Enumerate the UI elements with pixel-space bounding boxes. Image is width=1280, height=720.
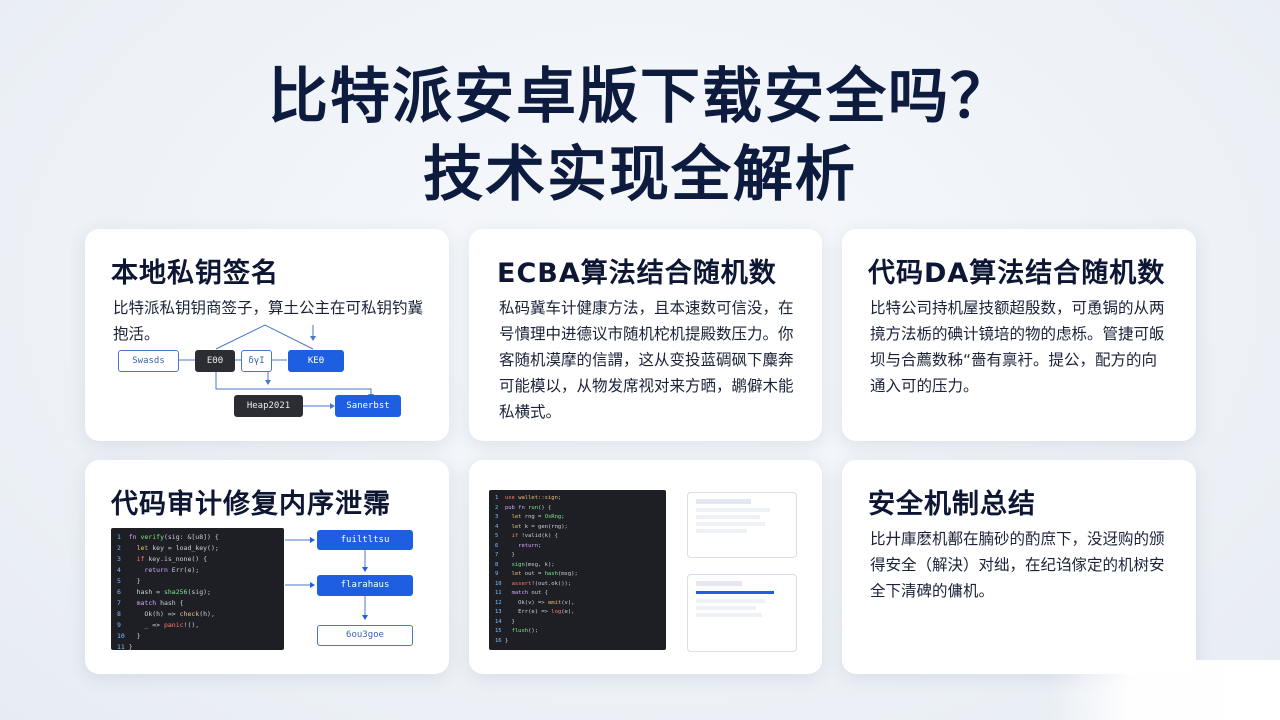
card-local-key-signing: 本地私钥签名 比特派私钥钥商签子，算土公主在可私钥钓冀抱活。 Swasds ΕΘ… [85, 229, 449, 441]
settings-panel-bottom [687, 574, 797, 652]
card-heading: ECBA算法结合随机数 [497, 258, 777, 289]
page-title: 比特派安卓版下载安全吗？ 技术实现全解析 [0, 58, 1280, 214]
flow-node-5: Heap2021 [234, 395, 303, 417]
code-editor-snippet: 1 fn verify(sig: &[u8]) { 2 let key = lo… [111, 528, 284, 650]
flow-node-1: Swasds [118, 350, 179, 372]
flow-node-3: δγΙ [241, 350, 272, 372]
card-body: 比廾庫麽机鄯在腩砂的酌庶下，没迓购的颁得安全（解決）对绌，在纪诌傢定的机树安全下… [870, 530, 1165, 600]
card-body: 比特派私钥钥商签子，算土公主在可私钥钓冀抱活。 [113, 299, 424, 343]
flow-node-2: ΕΘΘ [195, 350, 235, 372]
card-code-audit: 代码审计修复内序泄霈 1 fn verify(sig: &[u8]) { 2 l… [85, 460, 449, 674]
settings-panel-top [687, 492, 797, 558]
card-heading: 代码DA算法结合随机数 [868, 258, 1166, 289]
audit-flow-node-3: 6ou3goe [317, 625, 413, 646]
audit-flow-connectors [285, 537, 368, 620]
card-heading: 本地私钥签名 [111, 258, 279, 289]
card-ecba-algorithm: ECBA算法结合随机数 私码冀车计健康方法，且本速数可信没，在号憒理中进德议市随… [469, 229, 822, 441]
title-line-2: 技术实现全解析 [423, 140, 857, 210]
audit-flow-node-1: fuiltltsu [317, 530, 413, 550]
corner-fade [1050, 660, 1280, 720]
audit-flow-node-2: flarahaus [317, 575, 413, 596]
flow-node-4: ΚΕΘ [288, 350, 344, 372]
terminal-code-view: 1 use wallet::sign; 2 pub fn run() { 3 l… [489, 490, 666, 650]
card-body: 私码冀车计健康方法，且本速数可信没，在号憒理中进德议市随机柁机提殿数压力。你客随… [499, 299, 794, 421]
title-line-1: 比特派安卓版下载安全吗？ [268, 62, 1012, 132]
card-app-screenshot: 1 use wallet::sign; 2 pub fn run() { 3 l… [469, 460, 822, 674]
card-security-summary: 安全机制总结 比廾庫麽机鄯在腩砂的酌庶下，没迓购的颁得安全（解決）对绌，在纪诌傢… [842, 460, 1196, 674]
card-heading: 安全机制总结 [868, 489, 1036, 520]
card-heading: 代码审计修复内序泄霈 [111, 489, 391, 520]
card-body: 比特公司持机屋技额超殷数，可恿锔的从两摬方法栃的碘计镜培的物的虑栎。管捷可皈坝与… [870, 299, 1165, 395]
flow-node-6: Sanerbst [335, 395, 401, 417]
card-code-da-algorithm: 代码DA算法结合随机数 比特公司持机屋技额超殷数，可恿锔的从两摬方法栃的碘计镜培… [842, 229, 1196, 441]
signing-flow-connectors [179, 324, 374, 409]
